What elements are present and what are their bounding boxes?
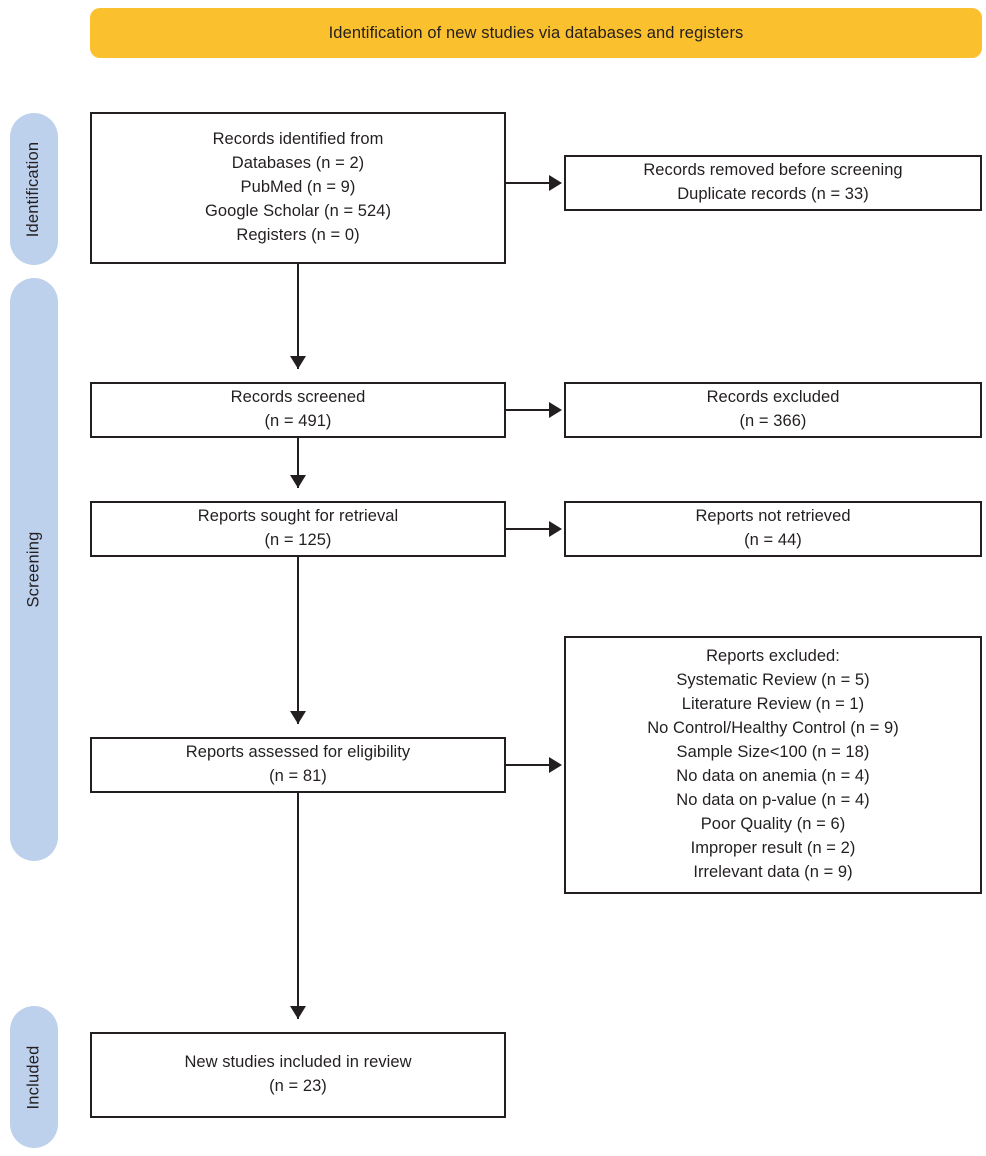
arrowhead-right-reports-excluded xyxy=(549,757,562,773)
box-reports-not-retrieved: Reports not retrieved (n = 44) xyxy=(564,501,982,557)
arrowhead-right-excluded xyxy=(549,402,562,418)
stage-included-text: Included xyxy=(24,1045,43,1109)
box-text-line: Records removed before screening xyxy=(643,161,903,180)
box-text-line: Reports sought for retrieval xyxy=(197,507,399,526)
box-text-line: Reports not retrieved xyxy=(695,507,851,526)
connector-assessed-to-reports-excluded xyxy=(506,764,551,766)
box-studies-included: New studies included in review (n = 23) xyxy=(90,1032,506,1118)
banner-title: Identification of new studies via databa… xyxy=(328,23,744,42)
box-text-line: Poor Quality (n = 6) xyxy=(700,814,846,833)
arrowhead-right-not-retrieved xyxy=(549,521,562,537)
box-text-line: (n = 491) xyxy=(264,412,332,430)
stage-label-identification: Identification xyxy=(10,113,58,265)
box-text-line: Registers (n = 0) xyxy=(236,225,360,244)
box-text-line: Records identified from xyxy=(212,130,384,149)
box-records-excluded: Records excluded (n = 366) xyxy=(564,382,982,438)
box-text-line: No data on p-value (n = 4) xyxy=(676,790,870,809)
arrowhead-right-removed xyxy=(549,175,562,191)
arrowhead-down-sought xyxy=(290,475,306,488)
box-text-line: No data on anemia (n = 4) xyxy=(676,767,870,785)
box-text-line: Sample Size<100 (n = 18) xyxy=(676,743,870,762)
box-text-line: Systematic Review (n = 5) xyxy=(676,671,870,690)
box-reports-assessed: Reports assessed for eligibility (n = 81) xyxy=(90,737,506,793)
box-reports-sought-text: Reports sought for retrieval (n = 125) xyxy=(198,505,398,553)
box-studies-included-text: New studies included in review (n = 23) xyxy=(184,1051,411,1099)
arrowhead-down-assessed xyxy=(290,711,306,724)
box-text-line: No Control/Healthy Control (n = 9) xyxy=(647,719,899,738)
box-text-line: Improper result (n = 2) xyxy=(690,838,856,857)
box-text-line: Reports assessed for eligibility xyxy=(185,743,411,762)
box-text-line: (n = 44) xyxy=(744,531,802,549)
arrowhead-down-included xyxy=(290,1006,306,1019)
connector-assessed-to-included xyxy=(297,793,299,1019)
stage-label-screening: Screening xyxy=(10,278,58,861)
connector-screened-to-sought xyxy=(297,438,299,488)
box-text-line: (n = 125) xyxy=(264,531,332,549)
box-text-line: Duplicate records (n = 33) xyxy=(677,185,869,203)
connector-sought-to-not-retrieved xyxy=(506,528,551,530)
box-reports-excluded-text: Reports excluded: Systematic Review (n = … xyxy=(647,645,899,884)
box-text-line: Literature Review (n = 1) xyxy=(681,695,865,714)
box-text-line: PubMed (n = 9) xyxy=(240,178,356,197)
box-text-line: Records excluded xyxy=(706,388,840,407)
box-records-screened: Records screened (n = 491) xyxy=(90,382,506,438)
box-reports-sought: Reports sought for retrieval (n = 125) xyxy=(90,501,506,557)
connector-sought-to-assessed xyxy=(297,557,299,724)
box-text-line: Google Scholar (n = 524) xyxy=(204,201,392,220)
banner-identification: Identification of new studies via databa… xyxy=(90,8,982,58)
box-text-line: Records screened xyxy=(230,388,366,407)
stage-label-included: Included xyxy=(10,1006,58,1148)
connector-identified-to-screened xyxy=(297,264,299,369)
stage-identification-text: Identification xyxy=(24,141,43,237)
box-text-line: Irrelevant data (n = 9) xyxy=(693,862,853,881)
box-text-line: (n = 366) xyxy=(739,412,807,430)
box-records-excluded-text: Records excluded (n = 366) xyxy=(707,386,840,434)
box-text-line: New studies included in review xyxy=(184,1053,412,1072)
box-reports-excluded: Reports excluded: Systematic Review (n = … xyxy=(564,636,982,894)
arrowhead-down-screened xyxy=(290,356,306,369)
box-reports-not-retrieved-text: Reports not retrieved (n = 44) xyxy=(695,505,850,553)
stage-screening-text: Screening xyxy=(24,531,43,608)
box-text-line: Databases (n = 2) xyxy=(231,154,365,173)
connector-identified-to-removed xyxy=(506,182,551,184)
box-text-line: (n = 23) xyxy=(269,1077,327,1095)
connector-screened-to-excluded xyxy=(506,409,551,411)
box-records-screened-text: Records screened (n = 491) xyxy=(231,386,366,434)
box-text-line: (n = 81) xyxy=(269,767,327,785)
box-text-line: Reports excluded: xyxy=(706,647,840,666)
box-reports-assessed-text: Reports assessed for eligibility (n = 81) xyxy=(186,741,410,789)
